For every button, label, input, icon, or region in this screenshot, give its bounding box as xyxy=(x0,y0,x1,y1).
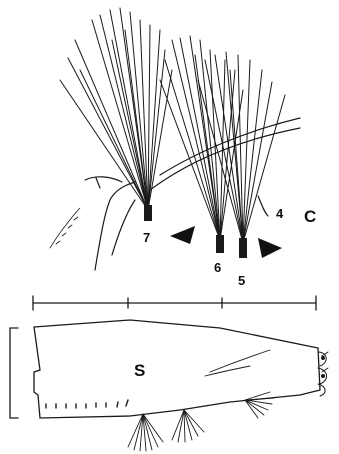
internal-lines xyxy=(205,350,270,376)
spine-label-7: 7 xyxy=(143,230,150,245)
scale-bar xyxy=(33,296,316,310)
seta-row xyxy=(46,400,128,408)
panel-s-label: S xyxy=(134,361,145,380)
arrowhead-right xyxy=(258,238,282,258)
panel-c-illustration: 7 6 5 4 C xyxy=(50,8,316,288)
panel-c-label: C xyxy=(304,207,316,226)
spine-cluster-7 xyxy=(60,8,172,221)
arrowhead-left xyxy=(170,226,195,244)
spine-label-4: 4 xyxy=(276,206,284,221)
spine-label-6: 6 xyxy=(214,260,221,275)
handwritten-note-drawing xyxy=(50,208,80,248)
panel-s-illustration: S xyxy=(10,296,328,451)
vertical-scale-bracket xyxy=(10,328,18,418)
spine-label-5: 5 xyxy=(238,273,245,288)
spine-cluster-6 xyxy=(160,36,243,253)
lower-spine-fan-2 xyxy=(172,410,204,442)
lower-spine-fan-1 xyxy=(128,414,163,451)
upper-spine-fan xyxy=(245,392,274,418)
segment-outline xyxy=(34,320,320,418)
